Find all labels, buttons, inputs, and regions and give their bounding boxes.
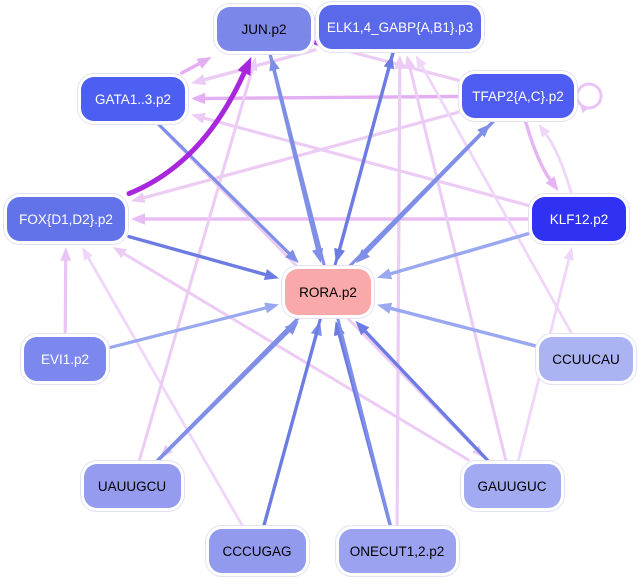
node-label-elk: ELK1,4_GABP{A,B1}.p3: [326, 19, 474, 35]
node-label-evi1: EVI1.p2: [40, 351, 90, 367]
arrowhead-onecut-jun: [269, 57, 280, 72]
arrowhead-gata-jun: [196, 57, 212, 69]
arrowhead-evi1-fox: [60, 247, 72, 261]
arrowhead-cccugag-elk: [383, 55, 394, 70]
edge-uauugcu-jun: [138, 68, 254, 462]
arrowhead-ccuucau-elk: [415, 55, 427, 69]
edge-gata-rora: [157, 123, 291, 255]
node-evi1[interactable]: EVI1.p2: [24, 337, 106, 381]
edge-evi1-fox: [63, 259, 68, 335]
self-loop-tfap2: [575, 82, 603, 110]
arrowhead-uauugcu-tfap2: [477, 124, 491, 138]
node-jun[interactable]: JUN.p2: [217, 7, 311, 51]
edge-klf12-tfap2: [544, 133, 573, 195]
edge-klf12-gata: [202, 116, 530, 207]
arrowhead-klf12-rora: [377, 268, 393, 280]
node-uauugcu[interactable]: UAUUGCU: [83, 464, 181, 508]
arrowhead-uauugcu-rora: [284, 321, 299, 335]
arrowhead-klf12-tfap2: [538, 124, 551, 138]
node-label-jun: JUN.p2: [241, 21, 287, 37]
edge-tfap2-gata: [203, 94, 460, 101]
arrowhead-gauuguc-fox: [112, 247, 127, 259]
node-klf12[interactable]: KLF12.p2: [532, 197, 626, 241]
arrowhead-gauuguc-elk: [404, 55, 416, 70]
edge-gata-jun: [180, 62, 201, 75]
node-ccuucau[interactable]: CCUUCAU: [539, 337, 633, 381]
edge-gauuguc-fox: [122, 252, 471, 462]
node-gauuguc[interactable]: GAUUGUC: [463, 464, 561, 508]
node-label-klf12: KLF12.p2: [549, 211, 609, 227]
node-elk[interactable]: ELK1,4_GABP{A,B1}.p3: [319, 5, 481, 49]
node-tfap2[interactable]: TFAP2{A,C}.p2: [462, 74, 574, 118]
arrowhead-tfap2-gata: [191, 92, 206, 105]
node-label-cccugag: CCCUGAG: [222, 543, 292, 559]
edge-ccuucau-elk: [420, 64, 573, 335]
edge-evi1-rora: [108, 306, 268, 350]
node-fox[interactable]: FOX{D1,D2}.p2: [7, 197, 125, 241]
arrowhead-tfap2-rora: [356, 248, 370, 263]
edge-fox-jun: [126, 70, 247, 197]
arrowhead-klf12-fox: [131, 213, 146, 225]
node-onecut[interactable]: ONECUT1,2.p2: [338, 529, 456, 573]
arrowhead-klf12-gata: [191, 112, 206, 124]
node-label-gata: GATA1..3.p2: [94, 91, 172, 107]
arrowhead-gata-rora: [285, 249, 299, 263]
edge-klf12-rora: [388, 232, 530, 276]
self-loop-arrowhead-tfap2: [579, 103, 589, 114]
arrowhead-ccuucau-rora: [377, 302, 393, 314]
node-label-ccuucau: CCUUCAU: [552, 351, 620, 367]
node-label-fox: FOX{D1,D2}.p2: [19, 211, 113, 227]
node-label-gauuguc: GAUUGUC: [477, 478, 547, 494]
edge-ccuucau-rora: [389, 306, 537, 348]
node-cccugag[interactable]: CCCUGAG: [208, 529, 306, 573]
edge-gauuguc-rora: [363, 329, 489, 462]
arrowhead-gauuguc-klf12: [563, 247, 574, 261]
node-gata[interactable]: GATA1..3.p2: [81, 77, 185, 121]
edge-onecut-elk: [395, 67, 402, 527]
node-label-onecut: ONECUT1,2.p2: [349, 543, 445, 559]
arrowhead-cccugag-fox: [82, 247, 93, 261]
edge-elk-gata: [203, 48, 317, 82]
node-rora[interactable]: RORA.p2: [285, 269, 371, 315]
edge-cccugag-fox: [87, 256, 244, 527]
edge-tfap2-klf12: [524, 120, 552, 182]
arrowhead-gauuguc-rora: [355, 321, 370, 336]
arrowhead-evi1-rora: [264, 302, 279, 314]
arrowhead-elk-gata: [191, 74, 207, 86]
edge-fox-rora: [127, 234, 268, 277]
arrowhead-tfap2-fox: [131, 192, 146, 203]
node-label-uauugcu: UAUUGCU: [97, 478, 167, 494]
node-label-rora: RORA.p2: [299, 284, 357, 300]
arrowhead-fox-jun: [237, 57, 252, 76]
node-label-tfap2: TFAP2{A,C}.p2: [472, 88, 564, 104]
arrowhead-fox-rora: [263, 269, 279, 280]
arrowhead-onecut-elk: [394, 55, 406, 69]
edge-tfap2-jun: [328, 44, 460, 82]
edge-gauuguc-elk: [408, 66, 508, 462]
arrowhead-tfap2-klf12: [545, 176, 559, 191]
